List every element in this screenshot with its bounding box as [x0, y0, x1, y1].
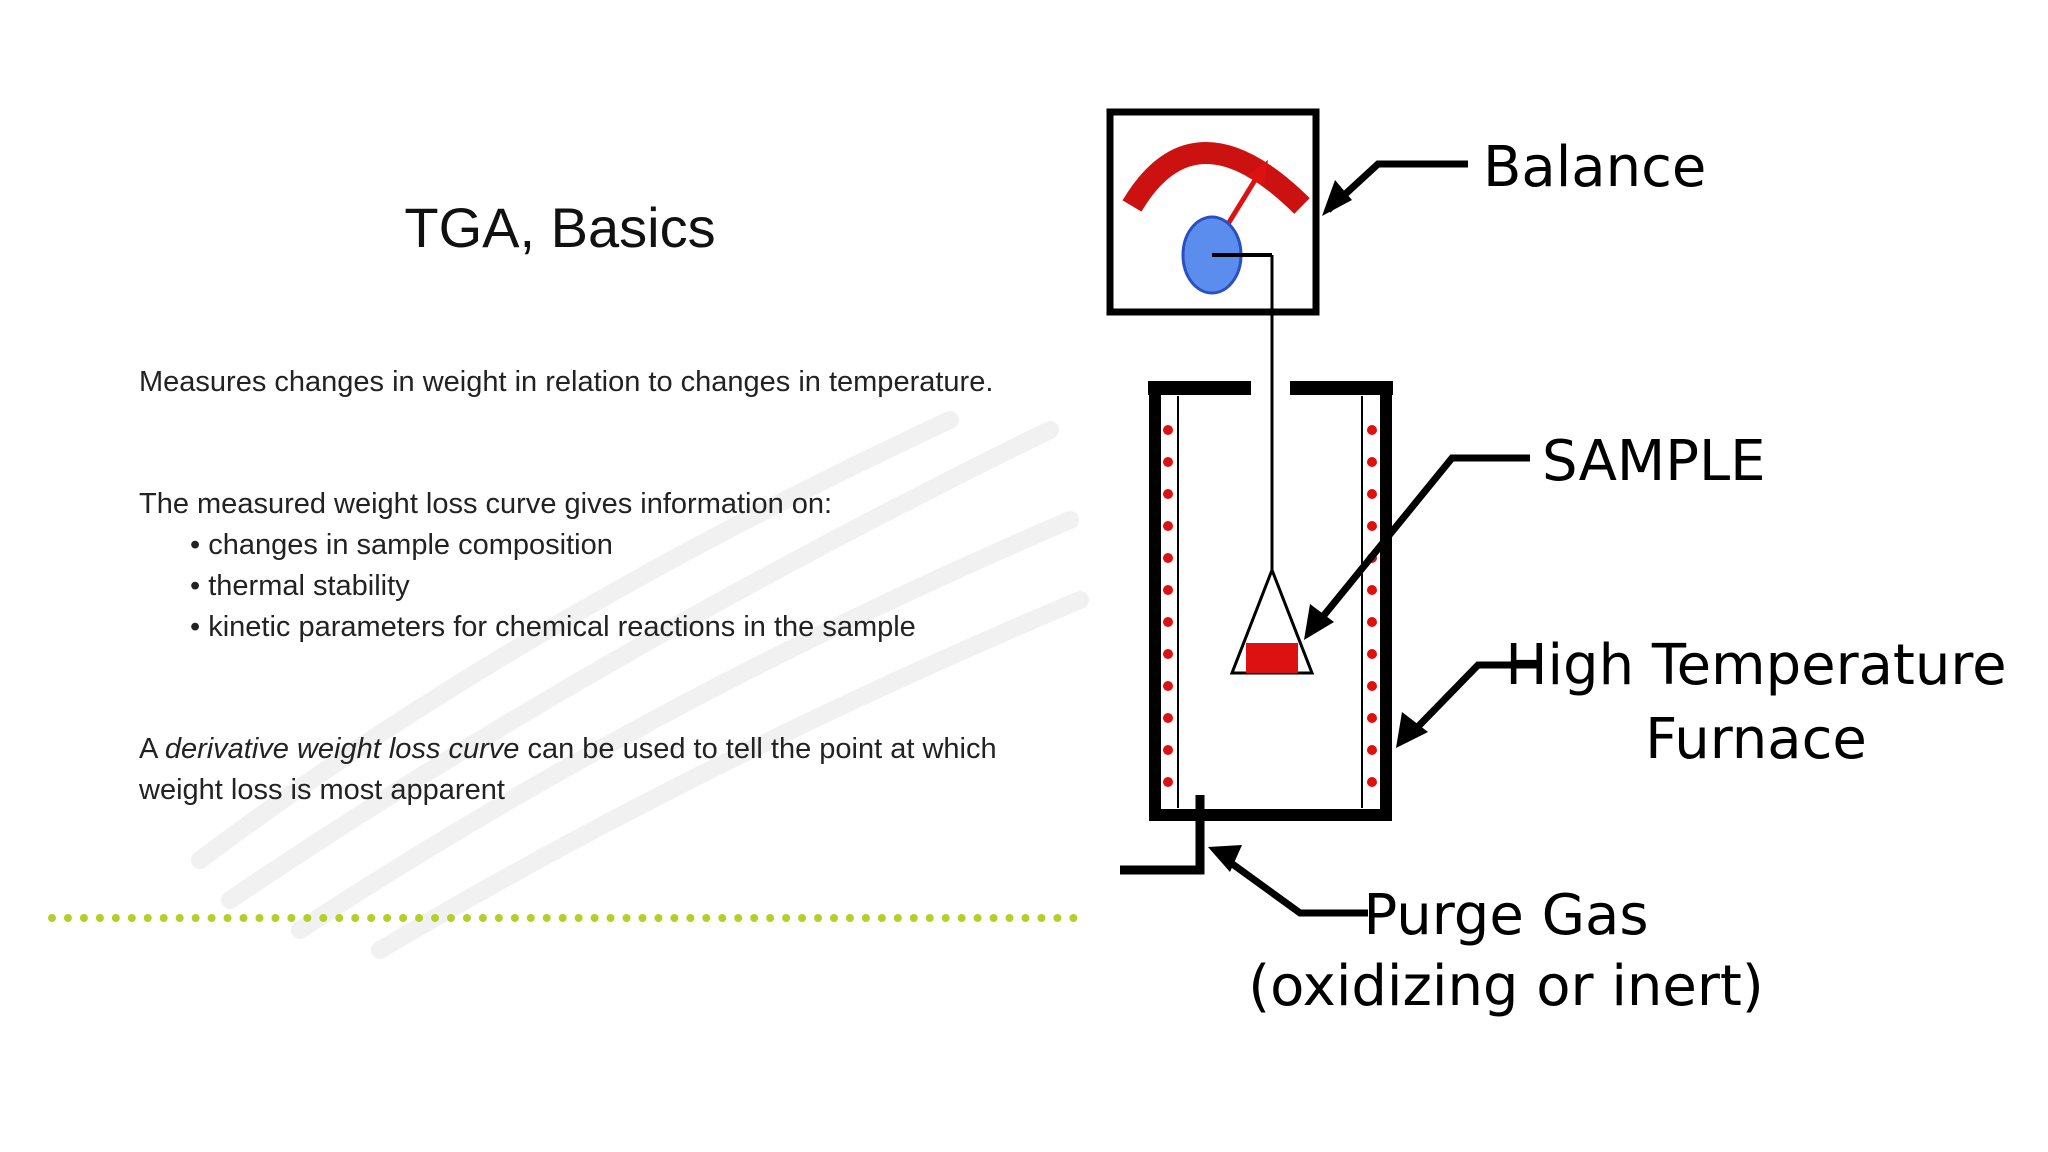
background-swoosh — [191, 411, 1089, 959]
furnace — [1148, 381, 1393, 821]
purge-leader — [1217, 852, 1368, 917]
sample-arrowhead-icon — [1304, 604, 1334, 640]
derivative-text: A derivative weight loss curve can be us… — [139, 729, 1039, 811]
balance-leader — [1325, 160, 1468, 213]
furnace-arrowhead-icon — [1396, 712, 1428, 748]
intro-text: Measures changes in weight in relation t… — [139, 366, 994, 398]
furnace-label-line2: Furnace — [1645, 707, 1867, 772]
derivative-term: derivative weight loss curve — [164, 733, 520, 765]
purge-label-line1: Purge Gas — [1363, 883, 1648, 948]
accent-dotted-divider — [48, 914, 1078, 922]
balance-arrowhead-icon — [1322, 180, 1352, 216]
purge-label-line2: (oxidizing or inert) — [1248, 954, 1763, 1019]
derivative-mid: can be used to tell the point at which — [519, 733, 997, 765]
purge-arrowhead-icon — [1208, 845, 1242, 872]
derivative-prefix: A — [139, 733, 165, 765]
sample-block — [1246, 643, 1298, 673]
info-bullets: changes in sample composition thermal st… — [190, 525, 916, 648]
furnace-label-line1: High Temperature — [1505, 633, 2006, 698]
tga-diagram: Balance SAMPLE High Temperature Furnace … — [1106, 108, 2007, 1019]
bullet-item: thermal stability — [190, 566, 916, 607]
bullet-item: kinetic parameters for chemical reaction… — [190, 607, 916, 648]
gauge-arc-icon — [1122, 142, 1310, 214]
sample-label: SAMPLE — [1542, 429, 1766, 494]
sample-leader — [1309, 454, 1530, 633]
needle-arrowhead-icon — [1246, 160, 1268, 186]
bullet-item: changes in sample composition — [190, 525, 916, 566]
slide-title: TGA, Basics — [404, 196, 716, 259]
info-heading: The measured weight loss curve gives inf… — [139, 488, 833, 520]
furnace-leader — [1402, 661, 1538, 743]
purge-inlet — [1120, 795, 1205, 875]
balance-label: Balance — [1483, 135, 1706, 200]
derivative-line2: weight loss is most apparent — [139, 774, 505, 806]
heater-coils — [1163, 425, 1377, 787]
